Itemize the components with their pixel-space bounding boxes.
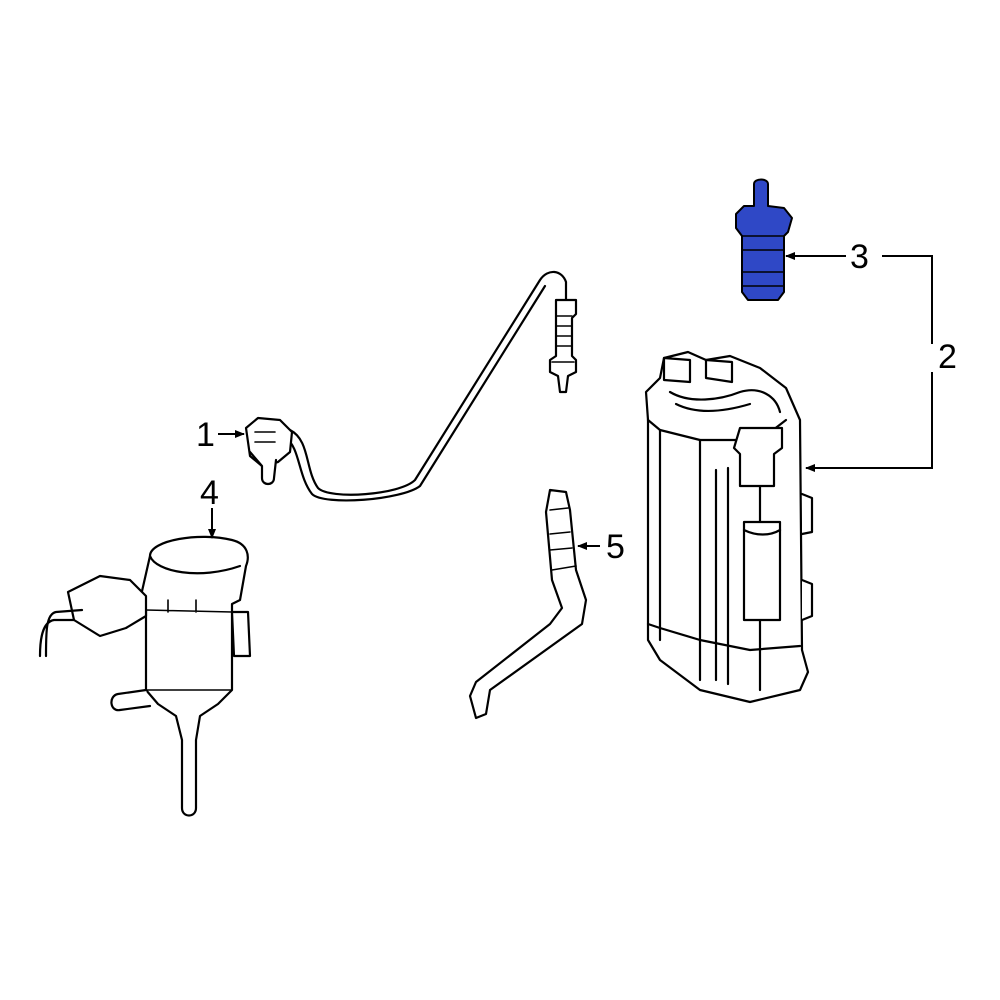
callout-2: 2 [938,338,957,376]
part-5-bracket[interactable] [468,488,588,720]
callout-1: 1 [196,416,215,454]
part-2-vapor-canister[interactable] [644,350,814,704]
callout-3: 3 [850,238,869,276]
callout-4: 4 [200,474,219,512]
part-1-oxygen-sensor[interactable] [244,270,578,502]
part-3-purge-valve-highlighted[interactable] [735,178,793,301]
part-4-solenoid-valve[interactable] [38,535,252,817]
callout-5: 5 [606,528,625,566]
leader-lines [208,252,933,550]
